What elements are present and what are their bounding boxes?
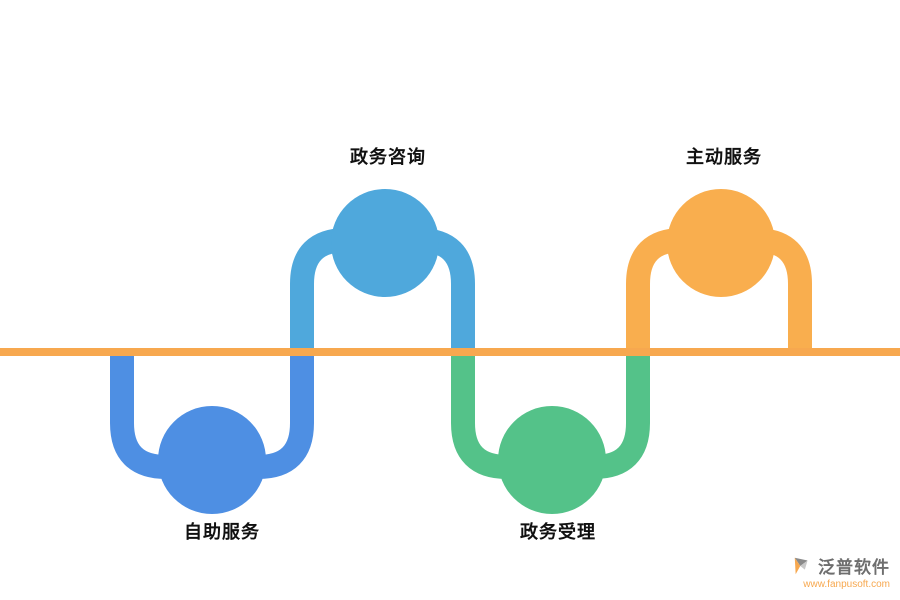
node-proactive-circle [667,189,775,297]
fanpu-logo-icon [792,555,814,577]
baseline [0,348,900,356]
label-self-service: 自助服务 [184,522,260,542]
node-consultation-circle [331,189,439,297]
label-acceptance: 政务受理 [520,522,596,542]
loop-self-service [110,352,314,514]
loop-acceptance [451,352,650,514]
brand-name: 泛普软件 [818,558,890,577]
brand-row: 泛普软件 [792,553,890,578]
label-proactive: 主动服务 [686,147,762,167]
node-self-service-circle [158,406,266,514]
loop-proactive [626,189,812,352]
footer-brand: 泛普软件 www.fanpusoft.com [792,553,890,590]
node-acceptance-circle [498,406,606,514]
loop-consultation [290,189,475,352]
brand-website: www.fanpusoft.com [803,579,890,590]
label-consultation: 政务咨询 [350,147,426,167]
